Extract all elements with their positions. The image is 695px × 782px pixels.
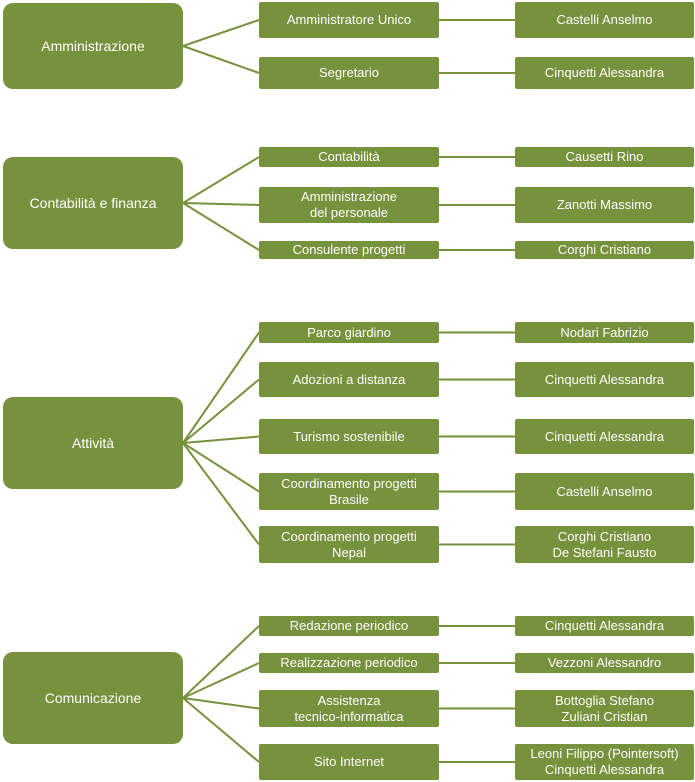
branch-line [182,697,260,710]
person-box: Nodari Fabrizio [515,322,694,343]
role-label: Realizzazione periodico [280,655,418,670]
role-segretario: Segretario [259,57,439,89]
person-box: Zanotti Massimo [515,187,694,223]
role-label: Parco giardino [307,324,391,340]
role-amministratore-unico: Amministratore Unico [259,2,439,38]
role-label: Amministrazione [300,189,398,204]
category-attivita: Attività [3,397,183,489]
person-name: Corghi Cristiano [557,528,652,544]
person-name: Castelli Anselmo [556,12,653,27]
person-box: Castelli Anselmo [515,473,694,510]
role-label: Brasile [329,491,369,507]
person-name: Cinquetti Alessandra [544,762,665,777]
category-label: Comunicazione [44,690,142,706]
role-label: Contabilità [318,149,380,164]
role-label: Coordinamento progetti [281,528,417,544]
branch-line [182,625,260,699]
branch-line [182,331,260,444]
role-label: Sito Internet [313,754,385,769]
person-name: Cinquetti Alessandra [544,428,665,444]
person-name: Cinquetti Alessandra [544,618,665,633]
role-label: Segretario [319,65,379,80]
category-label: Attività [71,435,114,451]
person-name: Nodari Fabrizio [560,324,649,340]
branch-line [182,19,260,47]
role-label: Consulente progetti [292,242,406,257]
branch-line [182,378,260,444]
category-comunicazione: Comunicazione [3,652,183,744]
person-name: Castelli Anselmo [556,483,653,499]
person-box: Castelli Anselmo [515,2,694,38]
branch-line [182,202,260,251]
role-label: Amministratore Unico [286,12,412,27]
person-name: Causetti Rino [565,149,644,164]
branch-line [182,156,260,204]
person-name: Zanotti Massimo [556,197,653,212]
branch-line [182,662,260,699]
branch-line [182,442,260,493]
person-name: Cinquetti Alessandra [544,371,665,387]
person-name: De Stefani Fausto [552,544,657,560]
branch-line [182,442,260,546]
person-name: Cinquetti Alessandra [544,65,665,80]
person-box: Cinquetti Alessandra [515,362,694,397]
person-name: Leoni Filippo (Pointersoft) [530,746,679,761]
role-redazione-periodico: Redazione periodico [259,616,439,636]
person-box: Causetti Rino [515,147,694,167]
category-label: Contabilità e finanza [29,195,157,211]
role-label: Redazione periodico [289,618,409,633]
person-box: Vezzoni Alessandro [515,653,694,673]
role-consulente-progetti: Consulente progetti [259,241,439,259]
role-turismo-sostenibile: Turismo sostenibile [259,419,439,454]
person-box: Cinquetti Alessandra [515,57,694,89]
role-sito-internet: Sito Internet [259,744,439,780]
role-label: Adozioni a distanza [292,371,406,387]
person-name: Bottoglia Stefano [554,692,655,708]
person-name: Corghi Cristiano [557,242,652,257]
role-label: Coordinamento progetti [281,475,417,491]
category-contabilita-e-finanza: Contabilità e finanza [3,157,183,249]
person-box: Leoni Filippo (Pointersoft)Cinquetti Ale… [515,744,694,780]
role-label: Turismo sostenibile [293,428,405,444]
person-name: Zuliani Cristian [561,708,648,724]
role-label: tecnico-informatica [294,708,404,724]
category-amministrazione: Amministrazione [3,3,183,89]
person-box: Corghi Cristiano [515,241,694,259]
role-realizzazione-periodico: Realizzazione periodico [259,653,439,673]
person-name: Vezzoni Alessandro [547,655,662,670]
role-label: Assistenza [317,692,381,708]
branch-line [182,202,260,206]
role-contabilita: Contabilità [259,147,439,167]
branch-line [182,697,260,763]
role-adozioni-a-distanza: Adozioni a distanza [259,362,439,397]
branch-line [182,45,260,74]
person-box: Cinquetti Alessandra [515,419,694,454]
branch-line [182,435,260,444]
person-box: Cinquetti Alessandra [515,616,694,636]
category-label: Amministrazione [41,38,145,54]
role-parco-giardino: Parco giardino [259,322,439,343]
role-label: Nepal [332,544,366,560]
role-label: del personale [309,205,389,220]
